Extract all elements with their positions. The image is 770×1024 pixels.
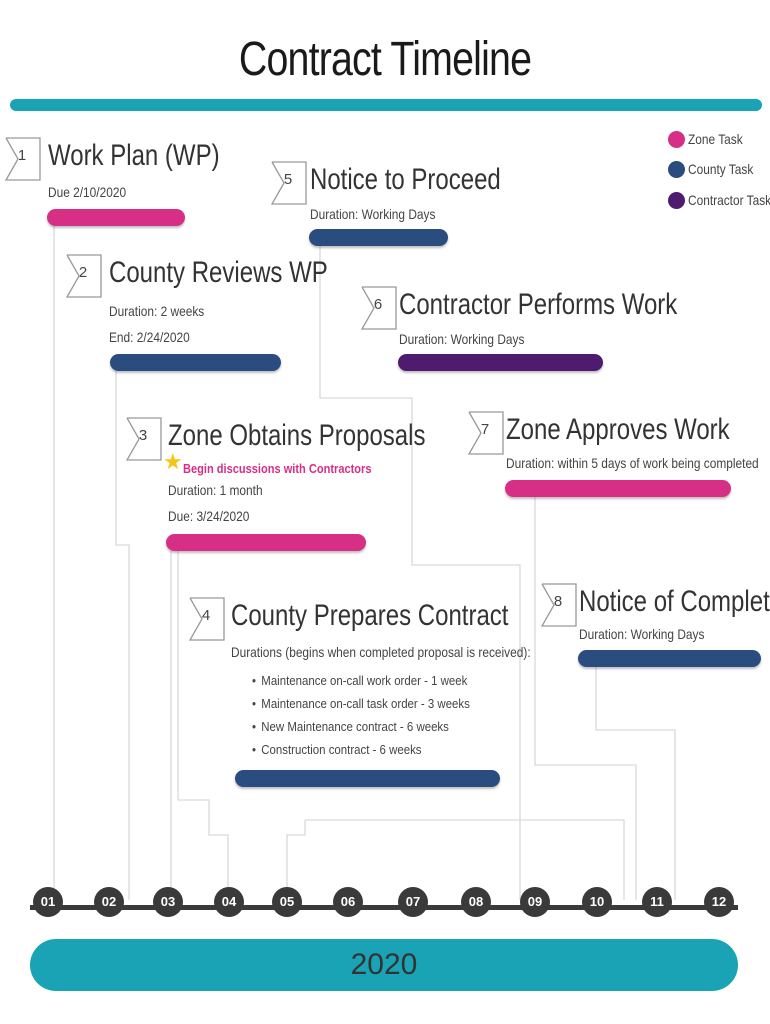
- county-task-swatch: [668, 161, 685, 178]
- milestone-8-bar: [578, 650, 761, 667]
- contractor-task-swatch: [668, 192, 685, 209]
- milestone-detail: Duration: within 5 days of work being co…: [506, 455, 759, 471]
- milestone-3-bar: [166, 534, 366, 551]
- milestone-detail: End: 2/24/2020: [109, 329, 190, 345]
- zone-task-swatch: [668, 131, 685, 148]
- milestone-6-bar: [398, 354, 603, 371]
- milestone-detail: Durations (begins when completed proposa…: [231, 644, 531, 660]
- month-marker: 12: [704, 887, 734, 917]
- month-marker: 02: [94, 887, 124, 917]
- month-marker: 05: [272, 887, 302, 917]
- milestone-title: Zone Obtains Proposals: [168, 419, 426, 452]
- contract-duration-list: Maintenance on-call work order - 1 week …: [252, 669, 500, 761]
- legend: Zone Task County Task Contractor Task: [668, 130, 770, 214]
- connector-line: [534, 497, 637, 900]
- connector-line: [115, 371, 130, 900]
- month-marker: 10: [582, 887, 612, 917]
- milestone-number: 1: [17, 147, 27, 164]
- legend-label: Contractor Task: [688, 192, 770, 208]
- chevron-6-icon: 6: [360, 285, 398, 330]
- milestone-detail: Duration: 1 month: [168, 482, 263, 498]
- milestone-4-bar: [235, 770, 500, 787]
- connector-line: [319, 246, 521, 900]
- month-marker: 04: [214, 887, 244, 917]
- month-marker: 09: [520, 887, 550, 917]
- milestone-number: 5: [283, 171, 293, 188]
- milestone-detail: Duration: Working Days: [399, 331, 525, 347]
- month-marker: 03: [153, 887, 183, 917]
- milestone-number: 4: [201, 607, 211, 624]
- milestone-5-bar: [309, 229, 448, 246]
- list-item: New Maintenance contract - 6 weeks: [252, 715, 470, 738]
- month-marker: 07: [398, 887, 428, 917]
- list-item: Maintenance on-call task order - 3 weeks: [252, 692, 470, 715]
- milestone-number: 8: [553, 593, 563, 610]
- milestone-title: Contractor Performs Work: [399, 288, 678, 321]
- milestone-number: 6: [373, 296, 383, 313]
- title-underline: [10, 99, 762, 111]
- list-item: Construction contract - 6 weeks: [252, 738, 470, 761]
- connector-line: [595, 667, 676, 900]
- milestone-detail: Duration: 2 weeks: [109, 303, 205, 319]
- connector-line: [286, 820, 306, 900]
- page-title: Contract Timeline: [238, 33, 532, 86]
- chevron-2-icon: 2: [65, 253, 103, 298]
- legend-label: Zone Task: [688, 131, 743, 147]
- chevron-3-icon: 3: [125, 416, 163, 461]
- chevron-4-icon: 4: [188, 596, 226, 641]
- milestone-detail: Due 2/10/2020: [48, 184, 127, 200]
- year-banner: [30, 939, 738, 991]
- milestone-title: Notice to Proceed: [310, 163, 501, 196]
- milestone-2-bar: [110, 354, 281, 371]
- month-marker: 11: [642, 887, 672, 917]
- chevron-7-icon: 7: [467, 410, 505, 455]
- star-icon: ★: [163, 449, 183, 474]
- milestone-note: Begin discussions with Contractors: [183, 461, 372, 476]
- chevron-5-icon: 5: [270, 160, 308, 205]
- milestone-detail: Duration: Working Days: [310, 206, 436, 222]
- milestone-1-bar: [47, 209, 185, 226]
- milestone-title: Work Plan (WP): [48, 139, 220, 172]
- chevron-1-icon: 1: [4, 136, 42, 181]
- milestone-7-bar: [505, 480, 731, 497]
- legend-label: County Task: [688, 161, 754, 177]
- chevron-8-icon: 8: [540, 582, 578, 627]
- month-marker: 01: [33, 887, 63, 917]
- milestone-number: 7: [480, 421, 490, 438]
- milestone-title: County Reviews WP: [109, 256, 328, 289]
- list-item: Maintenance on-call work order - 1 week: [252, 669, 470, 692]
- timeline-axis: [30, 905, 738, 910]
- milestone-title: Zone Approves Work: [506, 413, 730, 446]
- milestone-detail: Duration: Working Days: [579, 626, 705, 642]
- milestone-number: 3: [138, 427, 148, 444]
- month-marker: 06: [333, 887, 363, 917]
- milestone-title: County Prepares Contract: [231, 599, 509, 632]
- milestone-detail: Due: 3/24/2020: [168, 508, 250, 524]
- milestone-title: Notice of Completion: [579, 585, 770, 618]
- connector-line: [177, 551, 229, 900]
- month-marker: 08: [461, 887, 491, 917]
- year-label: 2020: [350, 948, 418, 981]
- connector-line: [305, 819, 625, 900]
- milestone-number: 2: [78, 264, 88, 281]
